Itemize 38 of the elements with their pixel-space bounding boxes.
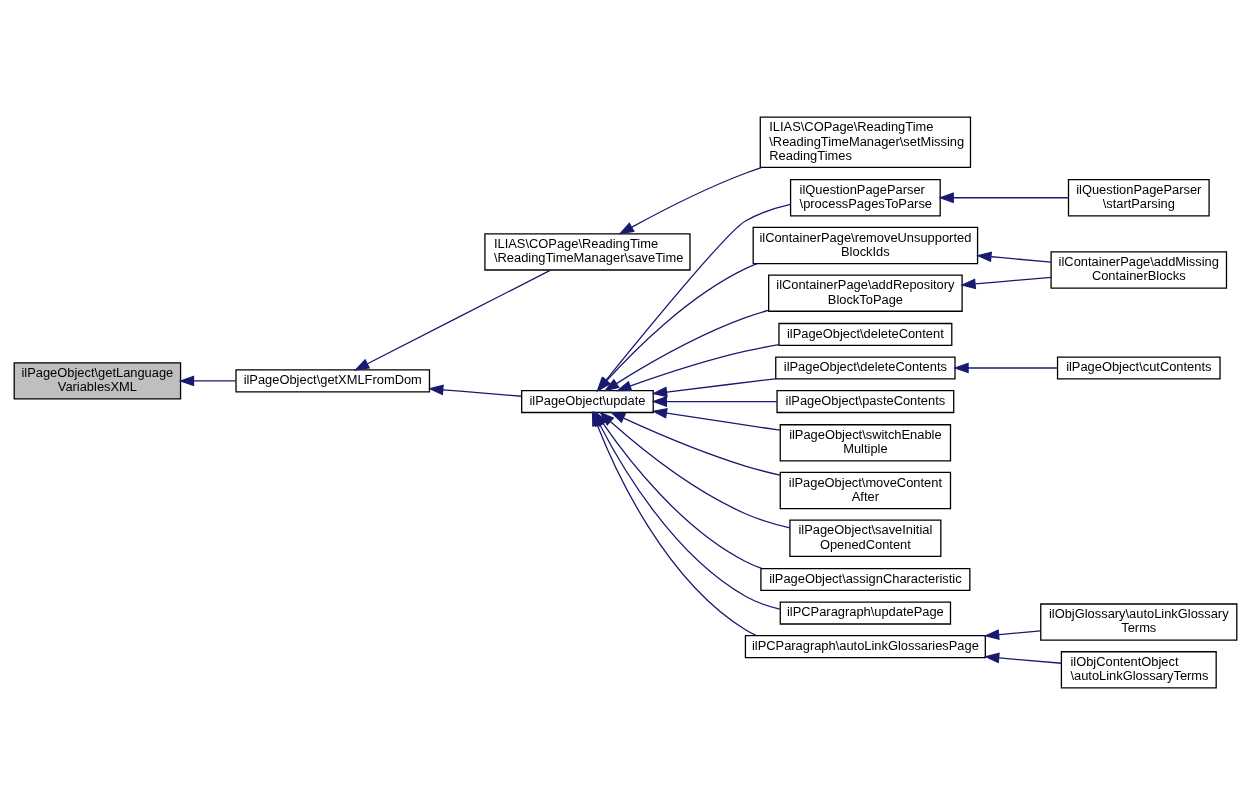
node-box: ilContainerPage\addMissing ContainerBlocks — [1050, 251, 1228, 289]
node-box: ilPageObject\pasteContents — [776, 389, 955, 414]
node-box: ilContainerPage\addRepository BlockToPage — [768, 274, 963, 312]
arrow — [178, 375, 237, 387]
node-box: ilPCParagraph\updatePage — [779, 601, 952, 625]
arrow — [651, 396, 778, 407]
node-box: ilPageObject\moveContent After — [779, 471, 952, 510]
arrow — [983, 629, 1042, 640]
node-box: ILIAS\COPage\ReadingTime \ReadingTimeManager\setMissing ReadingTimes — [759, 116, 972, 169]
node-box: ilPageObject\getLanguage VariablesXML — [13, 362, 182, 400]
node-box: ilPageObject\cutContents — [1056, 356, 1221, 380]
arrow — [609, 411, 781, 476]
node-box: ilPageObject\deleteContent — [778, 322, 953, 347]
arrow — [651, 378, 777, 398]
arrow — [618, 167, 763, 235]
node-box: ilContainerPage\removeUnsupported BlockIds — [752, 226, 979, 265]
arrow — [615, 344, 780, 392]
node-box: ilObjContentObject \autoLinkGlossaryTerms — [1060, 651, 1217, 689]
node-box: ilPageObject\getXMLFromDom — [235, 369, 431, 393]
node-box: ILIAS\COPage\ReadingTime \ReadingTimeManager\saveTime — [484, 233, 691, 271]
arrow — [353, 269, 552, 371]
node-box: ilPageObject\saveInitial OpenedContent — [789, 519, 942, 557]
node-box: ilPageObject\update — [521, 389, 654, 414]
node-box: ilPageObject\assignCharacteristic — [760, 567, 971, 592]
arrow — [983, 652, 1062, 664]
node-box: ilQuestionPageParser \processPagesToParse — [789, 179, 941, 217]
arrow — [651, 407, 781, 431]
node-box: ilPCParagraph\autoLinkGlossariesPage — [744, 634, 986, 659]
node-box: ilQuestionPageParser \startParsing — [1067, 179, 1210, 217]
node-box: ilObjGlossary\autoLinkGlossary Terms — [1040, 603, 1238, 641]
arrow — [960, 276, 1052, 290]
arrow — [953, 362, 1058, 374]
node-box: ilPageObject\deleteContents — [775, 356, 956, 380]
arrow — [427, 384, 523, 397]
arrow — [938, 192, 1070, 204]
arrow — [976, 251, 1052, 263]
arrow — [603, 309, 769, 392]
node-box: ilPageObject\switchEnable Multiple — [779, 424, 952, 462]
